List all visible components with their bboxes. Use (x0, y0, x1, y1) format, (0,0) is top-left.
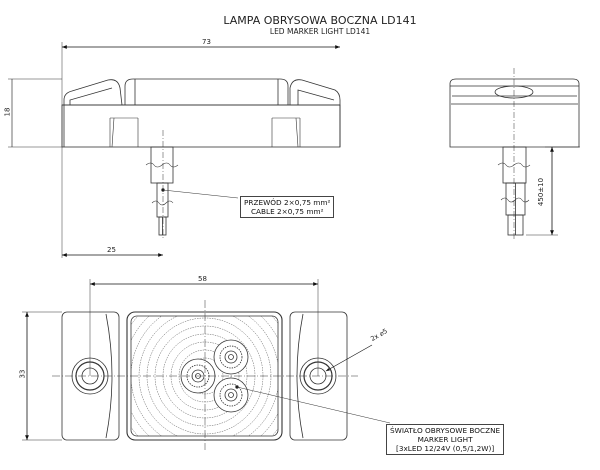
light-callout-spec: [3xLED 12/24V (0,5/1,2W)] (395, 444, 495, 453)
front-view (8, 42, 341, 258)
dim-overall-length: 73 (202, 38, 211, 46)
side-view (449, 68, 580, 240)
dim-hole-spacing: 58 (198, 275, 207, 283)
dim-cable-length: 450±10 (537, 177, 546, 207)
light-callout: ŚWIATŁO OBRYSOWE BOCZNE MARKER LIGHT [3x… (386, 424, 505, 455)
dim-cable-offset: 25 (107, 246, 116, 254)
drawing-title: LAMPA OBRYSOWA BOCZNA LD141 (223, 14, 417, 27)
led-3 (213, 377, 249, 413)
mount-hole-right (299, 357, 337, 395)
cable-callout-en: CABLE 2×0,75 mm² (250, 207, 324, 216)
dim-width: 33 (18, 369, 27, 379)
cable-callout-pl: PRZEWÓD 2×0,75 mm² (244, 198, 331, 207)
light-callout-pl: ŚWIATŁO OBRYSOWE BOCZNE (390, 426, 501, 435)
face-view (22, 279, 391, 450)
dim-height: 18 (3, 107, 12, 117)
light-callout-en: MARKER LIGHT (417, 435, 473, 444)
cable-callout: PRZEWÓD 2×0,75 mm² CABLE 2×0,75 mm² (240, 196, 335, 218)
mount-hole-left (71, 357, 109, 395)
led-2 (213, 339, 249, 375)
drawing-subtitle: LED MARKER LIGHT LD141 (269, 27, 371, 36)
